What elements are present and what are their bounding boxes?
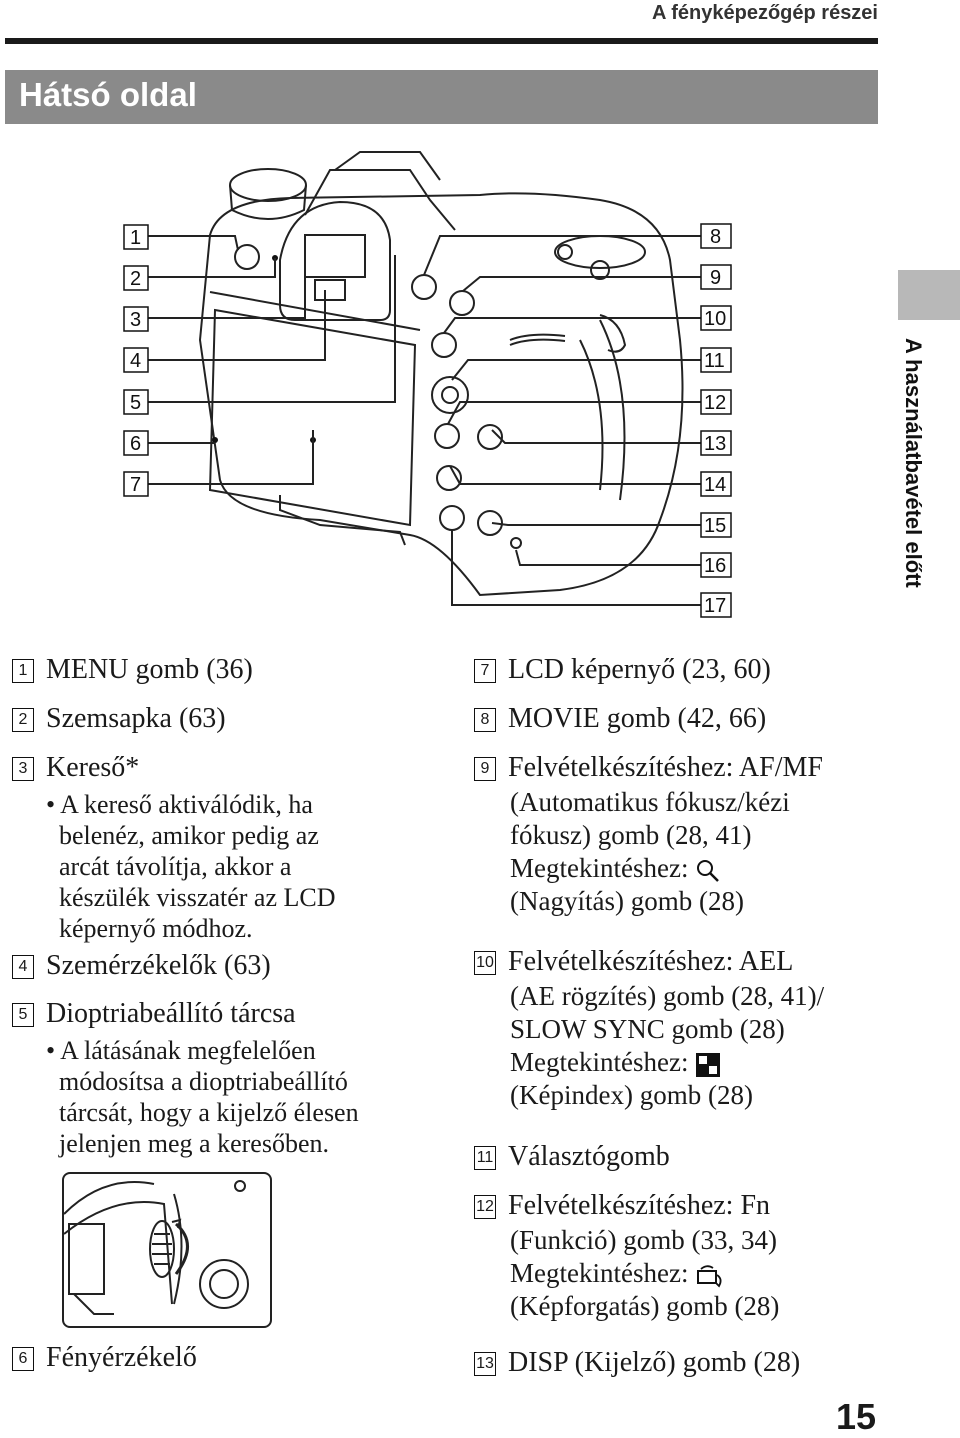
movie-button (411, 274, 437, 300)
list-item-6: 6 Fényérzékelő (12, 1340, 197, 1376)
item-text: MOVIE gomb (42, 66) (508, 703, 767, 734)
list-item-5: 5 Dioptriabeállító tárcsa (12, 996, 296, 1032)
rotate-button (477, 424, 503, 450)
callout-4: 4 (130, 350, 141, 372)
item-view-detail: (Képforgatás) gomb (28) (510, 1291, 780, 1321)
header-rule (5, 38, 878, 44)
item-number: 3 (12, 757, 34, 781)
list-item-8: 8 MOVIE gomb (42, 66) (474, 701, 766, 737)
list-item-1: 1 MENU gomb (36) (12, 652, 253, 688)
item-text: DISP (Kijelző) gomb (28) (508, 1347, 801, 1378)
item-number: 5 (12, 1003, 34, 1027)
menu-button (234, 244, 260, 270)
item-number: 12 (474, 1195, 496, 1219)
callout-12: 12 (704, 392, 726, 414)
viewfinder (304, 234, 366, 278)
item-text: Szemsapka (63) (46, 703, 226, 734)
item-text: Választógomb (508, 1141, 670, 1172)
callout-6: 6 (130, 433, 141, 455)
access-lamp (510, 537, 522, 549)
diopter-inset-illustration (62, 1172, 272, 1328)
item-text: Felvételkészítéshez: Fn (508, 1190, 771, 1221)
list-item-4: 4 Szemérzékelők (63) (12, 948, 271, 984)
list-item-11: 11 Választógomb (474, 1139, 670, 1175)
fn-button (434, 423, 460, 449)
item-number: 8 (474, 708, 496, 732)
item-view-detail: (Képindex) gomb (28) (510, 1080, 753, 1110)
list-item-7: 7 LCD képernyő (23, 60) (474, 652, 771, 688)
af-mf-button (449, 290, 475, 316)
callout-1: 1 (130, 227, 141, 249)
callout-15: 15 (704, 515, 726, 537)
rotate-icon (697, 1265, 722, 1288)
item-number: 11 (474, 1146, 496, 1170)
item-number: 7 (474, 659, 496, 683)
bullet-note-3: • A kereső aktiválódik, ha belenéz, amik… (46, 790, 336, 943)
lcd-screen (208, 308, 417, 527)
eyecup (279, 200, 391, 321)
item-view-label: Megtekintéshez: (510, 852, 894, 885)
callout-11: 11 (704, 350, 725, 372)
item-text: Szemérzékelők (63) (46, 950, 271, 981)
mode-dial (229, 168, 307, 202)
item-number: 4 (12, 955, 34, 979)
callout-3: 3 (130, 309, 141, 331)
page-number: 15 (835, 1396, 876, 1437)
list-item-10: 10 Felvételkészítéshez: AEL (AE rögzítés)… (474, 944, 894, 1112)
playback-button (477, 510, 503, 536)
item-view-label: Megtekintéshez: (510, 1257, 894, 1290)
item-detail: (AE rögzítés) gomb (28, 41)/ SLOW SYNC g… (510, 981, 825, 1044)
item-view-label: Megtekintéshez: (510, 1046, 894, 1079)
disp-button (436, 465, 462, 491)
list-item-9: 9 Felvételkészítéshez: AF/MF (Automatikus… (474, 750, 894, 918)
callout-5: 5 (130, 392, 141, 414)
list-item-2: 2 Szemsapka (63) (12, 701, 226, 737)
callout-16: 16 (704, 555, 726, 577)
item-number: 1 (12, 659, 34, 683)
callout-14: 14 (704, 474, 726, 496)
callout-9: 9 (710, 267, 721, 289)
section-header: A fényképezőgép részei (651, 2, 878, 24)
item-text: Felvételkészítéshez: AEL (508, 946, 794, 977)
delete-button (439, 505, 465, 531)
callout-7: 7 (130, 474, 141, 496)
item-text: Dioptriabeállító tárcsa (46, 998, 296, 1029)
callout-10: 10 (704, 308, 726, 330)
control-dial (509, 333, 566, 341)
list-item-3: 3 Kereső* (12, 750, 139, 786)
item-detail: (Automatikus fókusz/kézi fókusz) gomb (2… (510, 787, 790, 850)
item-detail: (Funkció) gomb (33, 34) (510, 1225, 777, 1255)
title-banner: Hátsó oldal (5, 70, 878, 124)
ael-button (431, 332, 457, 358)
item-text: LCD képernyő (23, 60) (508, 654, 771, 685)
list-item-12: 12 Felvételkészítéshez: Fn (Funkció) gomb… (474, 1188, 894, 1323)
diopter-dial-icon (64, 1180, 249, 1315)
callout-8: 8 (710, 226, 721, 248)
item-number: 10 (474, 951, 496, 975)
item-view-detail: (Nagyítás) gomb (28) (510, 886, 744, 916)
item-number: 9 (474, 757, 496, 781)
callout-2: 2 (130, 268, 141, 290)
item-text: MENU gomb (36) (46, 654, 253, 685)
callout-17: 17 (704, 595, 726, 617)
item-text: Kereső* (46, 752, 140, 783)
item-number: 13 (474, 1352, 496, 1376)
item-number: 6 (12, 1347, 34, 1371)
bullet-note-5: • A látásának megfelelően módosítsa a di… (46, 1036, 359, 1158)
image-index-icon (696, 1052, 721, 1077)
side-label: A használatbavétel előtt (901, 338, 926, 588)
camera-rear-illustration: 1 2 3 4 5 6 7 8 9 10 11 12 13 14 15 16 1… (123, 151, 732, 618)
item-text: Felvételkészítéshez: AF/MF (508, 752, 823, 783)
list-item-13: 13 DISP (Kijelző) gomb (28) (474, 1345, 800, 1381)
item-number: 2 (12, 708, 34, 732)
magnify-icon (697, 859, 720, 882)
side-tab (898, 270, 960, 320)
item-text: Fényérzékelő (46, 1342, 197, 1373)
page-title: Hátsó oldal (19, 76, 197, 113)
callout-13: 13 (704, 433, 726, 455)
multi-selector (431, 376, 469, 414)
